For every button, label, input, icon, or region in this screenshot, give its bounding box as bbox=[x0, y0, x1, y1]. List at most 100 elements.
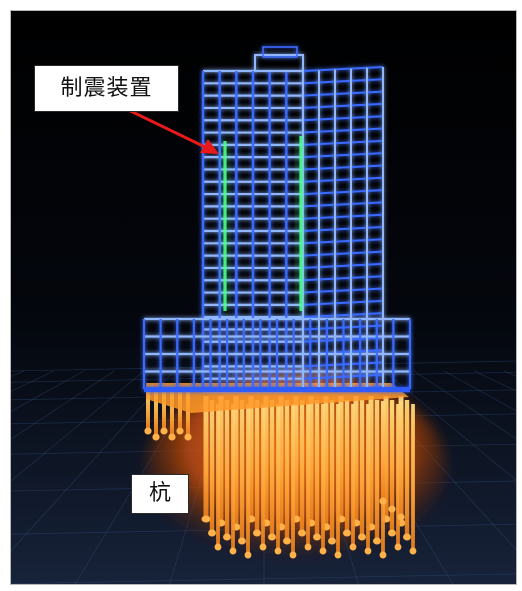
pile bbox=[162, 389, 166, 431]
pile bbox=[314, 400, 320, 537]
pile bbox=[246, 404, 250, 555]
grid-line bbox=[11, 573, 516, 584]
floor-beam bbox=[302, 139, 384, 146]
pile bbox=[261, 404, 265, 547]
building-render bbox=[11, 11, 516, 584]
grid-line bbox=[11, 370, 115, 440]
pile bbox=[321, 404, 325, 551]
floor-beam bbox=[302, 152, 384, 159]
grid-line bbox=[11, 370, 145, 482]
pile bbox=[170, 389, 174, 437]
pile bbox=[209, 400, 215, 533]
pile bbox=[351, 404, 355, 547]
pile bbox=[336, 404, 340, 555]
pile-cap bbox=[373, 537, 381, 545]
pile bbox=[381, 401, 385, 501]
floor-beam bbox=[302, 164, 384, 171]
pile bbox=[299, 400, 305, 533]
pile bbox=[269, 400, 275, 537]
floor-beam bbox=[302, 250, 384, 257]
floor-beam bbox=[302, 287, 384, 294]
frame-member bbox=[262, 46, 298, 58]
pile bbox=[306, 404, 310, 547]
pile bbox=[186, 389, 190, 437]
pile bbox=[411, 404, 415, 551]
pile bbox=[276, 404, 280, 551]
pile-cap bbox=[289, 551, 297, 559]
pile bbox=[399, 401, 403, 517]
pile bbox=[291, 404, 295, 555]
pile bbox=[374, 400, 380, 541]
pile-cap bbox=[274, 547, 282, 555]
pile bbox=[178, 389, 182, 431]
pile-cap bbox=[394, 543, 402, 551]
pile-cap bbox=[144, 427, 152, 435]
grid-line bbox=[413, 370, 516, 439]
pile-cap bbox=[238, 537, 246, 545]
pile bbox=[154, 389, 158, 437]
pile-cap bbox=[268, 533, 276, 541]
pile bbox=[216, 404, 220, 547]
pile-cap bbox=[229, 547, 237, 555]
pile-cap bbox=[176, 427, 184, 435]
pile-cap bbox=[343, 529, 351, 537]
diagram-frame: 制震装置 杭 bbox=[10, 10, 517, 585]
floor-beam bbox=[302, 312, 384, 319]
pile-cap bbox=[379, 551, 387, 559]
pile-cap bbox=[403, 533, 411, 541]
pile bbox=[263, 396, 269, 523]
pile-array bbox=[144, 383, 417, 559]
damper-label: 制震装置 bbox=[34, 65, 179, 112]
building-frame bbox=[142, 46, 412, 393]
pile-cap bbox=[328, 537, 336, 545]
floor-beam bbox=[302, 189, 384, 196]
pile bbox=[368, 396, 374, 527]
floor-beam bbox=[302, 115, 384, 122]
pile-cap bbox=[409, 547, 417, 555]
pile-cap bbox=[152, 433, 160, 441]
pile bbox=[239, 400, 245, 541]
pile-cap bbox=[388, 505, 396, 513]
floor-beam bbox=[302, 213, 384, 220]
pile bbox=[308, 396, 314, 523]
pile bbox=[254, 400, 260, 533]
floor-beam bbox=[302, 78, 384, 85]
pile bbox=[359, 400, 365, 537]
pile bbox=[404, 400, 410, 537]
pile bbox=[293, 396, 299, 519]
pile bbox=[338, 396, 344, 519]
pile-cap bbox=[349, 543, 357, 551]
pile bbox=[231, 404, 235, 551]
damper bbox=[223, 141, 227, 311]
floor-beam bbox=[302, 127, 384, 134]
pile-cap bbox=[358, 533, 366, 541]
pile bbox=[323, 396, 329, 527]
pile bbox=[390, 401, 394, 509]
grid-line bbox=[383, 370, 516, 481]
grid-line bbox=[11, 370, 175, 552]
pile-cap bbox=[253, 529, 261, 537]
floor-beam bbox=[302, 176, 384, 183]
pile-cap bbox=[214, 543, 222, 551]
pile bbox=[146, 389, 150, 431]
pile-cap bbox=[397, 513, 405, 521]
pile-cap bbox=[244, 551, 252, 559]
pile-cap bbox=[208, 529, 216, 537]
floor-beam bbox=[302, 102, 384, 109]
pile bbox=[248, 396, 254, 519]
pile bbox=[278, 396, 284, 527]
damper bbox=[299, 136, 303, 311]
pile-cap bbox=[259, 543, 267, 551]
pile-cap bbox=[313, 533, 321, 541]
floor-beam bbox=[302, 275, 384, 282]
pile bbox=[203, 396, 209, 519]
pile bbox=[284, 400, 290, 541]
grid-line bbox=[11, 370, 85, 412]
pile-cap bbox=[388, 529, 396, 537]
pile-cap bbox=[184, 433, 192, 441]
pile-cap bbox=[168, 433, 176, 441]
pile-cap bbox=[160, 427, 168, 435]
pile bbox=[366, 404, 370, 551]
floor-beam bbox=[302, 66, 384, 72]
floor-beam bbox=[302, 201, 384, 208]
